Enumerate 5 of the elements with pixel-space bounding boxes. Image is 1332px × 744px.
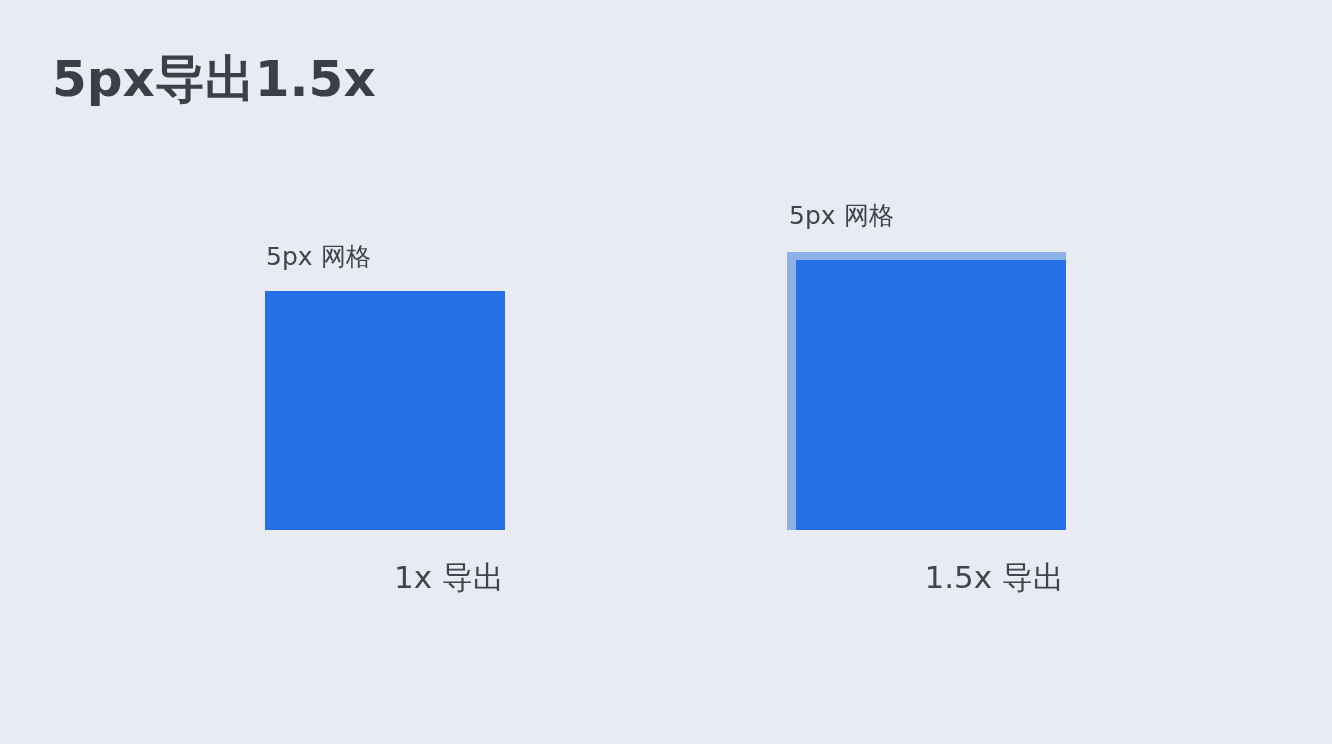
grid-label: 5px 网格 — [789, 200, 894, 232]
grid-label: 5px 网格 — [266, 241, 371, 273]
export-caption: 1x 导出 — [394, 558, 504, 597]
export-caption: 1.5x 导出 — [924, 558, 1064, 597]
page-title: 5px导出1.5x — [52, 49, 376, 110]
